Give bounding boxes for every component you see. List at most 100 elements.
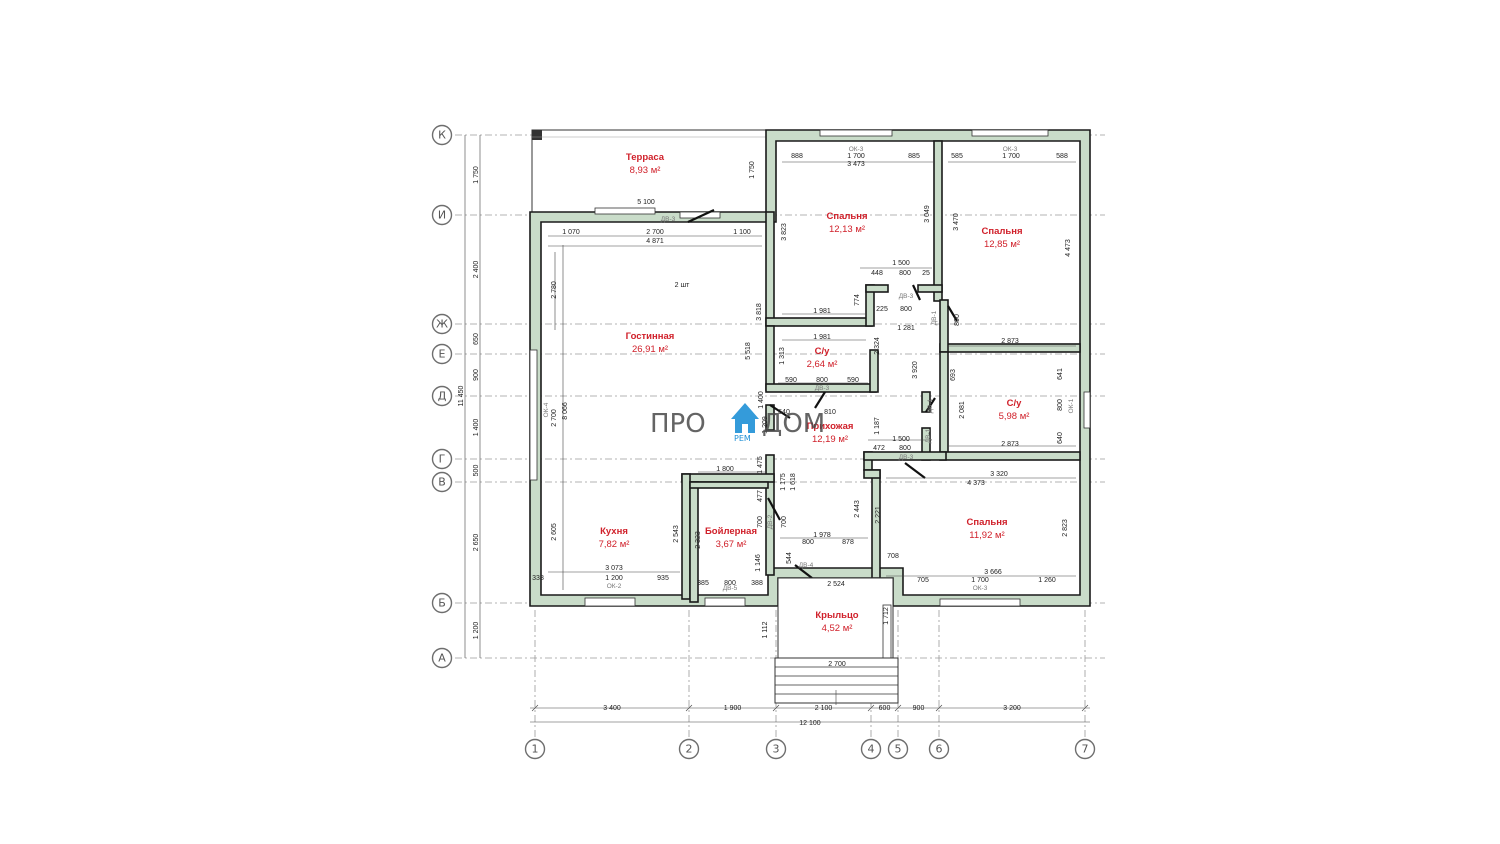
- dimension-label: 810: [824, 409, 836, 416]
- house-icon: [731, 403, 759, 433]
- dimension-label: 588: [1056, 153, 1068, 160]
- watermark-logo: ПРО ДОМ РЕМ: [650, 403, 825, 443]
- logo-subtext: РЕМ: [734, 434, 751, 443]
- element-tag: ДВ-3: [899, 293, 914, 300]
- dimension-label: 3 073: [605, 565, 623, 572]
- dimension-label: 1 112: [762, 621, 769, 638]
- room-name: Крыльцо: [815, 610, 858, 621]
- dimension-label: 2 873: [1001, 441, 1019, 448]
- room-area: 8,93 м²: [630, 165, 661, 176]
- grid-row-label: Е: [439, 348, 446, 361]
- dimension-label: 1 700: [1002, 153, 1020, 160]
- room-area: 12,85 м²: [984, 239, 1020, 250]
- element-tag: ДВ-5: [723, 585, 738, 592]
- dimension-label: 885: [908, 153, 920, 160]
- bottom-dimension: 900: [913, 705, 925, 712]
- grid-column-label: 5: [895, 743, 902, 756]
- element-tag: ДВ-3: [815, 385, 830, 392]
- dimension-label: 3 823: [781, 223, 788, 241]
- element-tag: ОК-3: [1003, 146, 1018, 153]
- dimension-label: 1 800: [716, 466, 734, 473]
- dimension-label: 1 750: [749, 161, 756, 179]
- room-area: 11,92 м²: [969, 530, 1004, 541]
- dimension-label: 800: [899, 270, 911, 277]
- dimension-tick: [531, 704, 539, 712]
- grid-row-label: Г: [439, 453, 446, 466]
- dimension-label: 1 146: [755, 554, 762, 572]
- dimension-label: 2 873: [1001, 338, 1019, 345]
- grid-column-bubble: [765, 738, 787, 760]
- dimension-label: 1 700: [971, 577, 989, 584]
- grid-column-label: 3: [773, 743, 780, 756]
- dimension-label: 2 543: [673, 525, 680, 543]
- logo-left-text: ПРО: [650, 409, 706, 439]
- doors: [687, 209, 958, 579]
- bottom-dimension: 3 200: [1003, 705, 1021, 712]
- dimension-label: 800: [954, 314, 961, 326]
- dimension-label: 1 200: [605, 575, 623, 582]
- dimension-label: 935: [657, 575, 669, 582]
- dimension-label: 225: [876, 306, 888, 313]
- grid-row-label: И: [438, 209, 446, 222]
- element-tag: ДВ-3: [899, 454, 914, 461]
- porch: [774, 577, 899, 705]
- dimension-label: 1 187: [874, 417, 881, 435]
- bottom-dimension: 2 100: [815, 705, 833, 712]
- dimension-label: 2 700: [551, 409, 558, 427]
- grid-column-bubble: [928, 738, 950, 760]
- dimension-label: 385: [697, 580, 709, 587]
- element-tag: ДВ-1: [925, 428, 932, 443]
- left-dimension: 900: [473, 369, 480, 381]
- dimension-label: 2 700: [646, 229, 664, 236]
- dimension-label: 3 473: [847, 161, 865, 168]
- dimension-label: 8 066: [562, 402, 569, 420]
- dimension-label: 4 473: [1065, 239, 1072, 257]
- grid-row-label: Ж: [436, 318, 448, 331]
- grid-column-bubble: [887, 738, 909, 760]
- dimension-label: 878: [842, 539, 854, 546]
- grid-row-bubble: [431, 124, 453, 146]
- left-dimension: 1 200: [473, 622, 480, 640]
- grid-row-label: А: [438, 652, 446, 665]
- dimension-label: 3 470: [953, 213, 960, 231]
- dimension-label: 1 100: [733, 229, 751, 236]
- dimension-label: 800: [724, 580, 736, 587]
- room-area: 7,82 м²: [599, 539, 630, 550]
- element-tag: ОК-3: [973, 585, 988, 592]
- bottom-dimension: 3 400: [603, 705, 621, 712]
- dimension-label: 3 666: [984, 569, 1002, 576]
- room-area: 12,13 м²: [829, 224, 865, 235]
- left-dimension: 1 400: [473, 419, 480, 437]
- grid-column-bubble: [860, 738, 882, 760]
- left-dimension: 1 750: [473, 166, 480, 184]
- dimension-label: 800: [1057, 399, 1064, 411]
- dimension-label: 5 518: [745, 342, 752, 360]
- dimension-label: 1 978: [813, 532, 831, 539]
- dimension-label: 590: [785, 377, 797, 384]
- dimension-label: 1 313: [779, 347, 786, 365]
- dimension-label: 388: [751, 580, 763, 587]
- grid-row-label: Д: [438, 390, 447, 403]
- left-dimension: 2 650: [473, 534, 480, 552]
- grid-column-label: 2: [686, 743, 693, 756]
- grid-row-bubble: [431, 471, 453, 493]
- room-name: Терраса: [626, 152, 665, 163]
- dimension-tick: [867, 704, 875, 712]
- total-width-label: 12 100: [799, 720, 821, 727]
- grid-row-label: В: [438, 476, 446, 489]
- bottom-dimension: 600: [879, 705, 891, 712]
- dimension-label: 2 524: [827, 581, 845, 588]
- terrace: [531, 129, 767, 213]
- dimension-label: 700: [781, 516, 788, 528]
- dimension-label: 800: [816, 377, 828, 384]
- grid-row-bubble: [431, 313, 453, 335]
- element-tag: ОК-3: [849, 146, 864, 153]
- left-dimension: 2 400: [473, 261, 480, 279]
- element-tag: ОК-4: [543, 402, 550, 417]
- dimension-label: 477: [757, 490, 764, 502]
